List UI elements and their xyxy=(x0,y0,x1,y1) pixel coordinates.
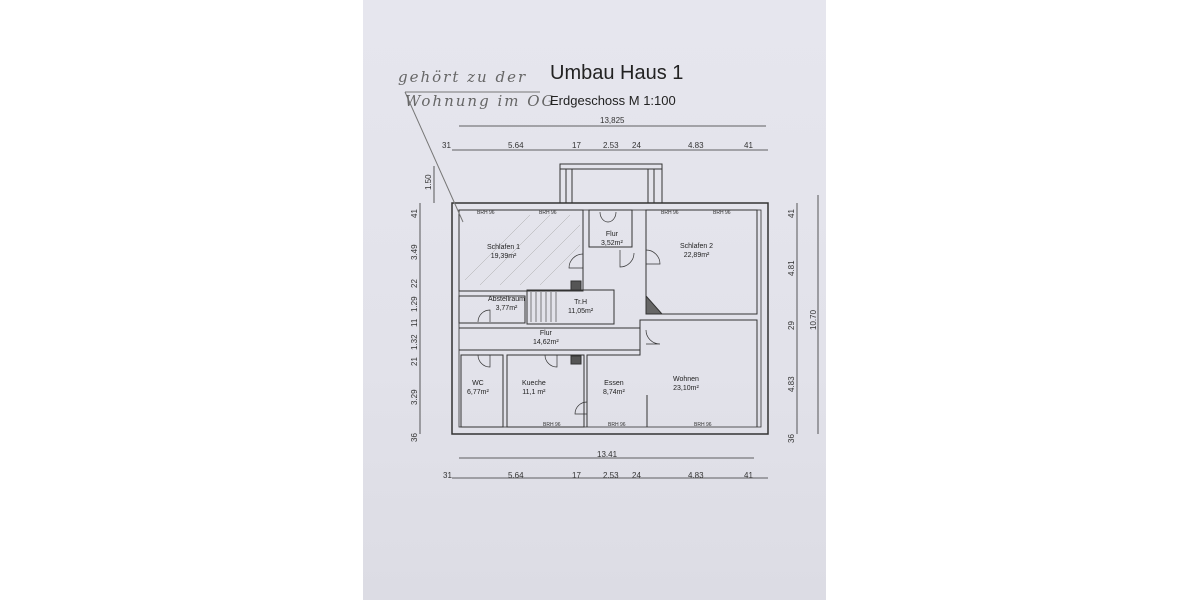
dim-left: 21 xyxy=(410,357,419,366)
dim-bottom: 31 xyxy=(443,471,452,480)
balcony xyxy=(559,163,663,204)
hatch xyxy=(464,214,581,286)
dim-left: 1.32 xyxy=(410,334,419,350)
room-kueche xyxy=(506,354,585,428)
room-schlafen-2 xyxy=(645,209,758,315)
room-wc xyxy=(460,354,504,428)
stairs xyxy=(530,292,557,322)
dim-bottom: 5.64 xyxy=(508,471,524,480)
dim-right-total: 10.70 xyxy=(809,309,818,330)
dim-top: 4.83 xyxy=(688,141,704,150)
window-label: BRH 96 xyxy=(477,210,495,216)
dim-left: 1.29 xyxy=(410,296,419,312)
note-leader xyxy=(404,91,464,223)
dim-bottom: 4.83 xyxy=(688,471,704,480)
handwritten-note-line-2: Wohnung im OG xyxy=(405,92,556,110)
plan-title: Umbau Haus 1 xyxy=(550,62,684,84)
dim-top: 24 xyxy=(632,141,641,150)
window-label: BRH 96 xyxy=(694,422,712,428)
dim-left: 22 xyxy=(410,279,419,288)
dim-top: 31 xyxy=(442,141,451,150)
dim-right: 36 xyxy=(787,434,796,443)
dim-left: 3.29 xyxy=(410,389,419,405)
room-essen-wohnen xyxy=(586,319,758,427)
dim-top: 5.64 xyxy=(508,141,524,150)
chimney-2 xyxy=(570,355,582,365)
dim-top: 2.53 xyxy=(603,141,619,150)
dim-left: 3.49 xyxy=(410,244,419,260)
dim-left: 11 xyxy=(410,318,419,327)
dim-top-total: 13,825 xyxy=(600,116,625,125)
dim-left: 41 xyxy=(410,209,419,218)
window-label: BRH 96 xyxy=(539,210,557,216)
room-flur-small xyxy=(588,209,633,248)
dim-bottom: 41 xyxy=(744,471,753,480)
room-schlafen-1 xyxy=(458,209,584,292)
chimney-1 xyxy=(570,280,582,291)
dim-bottom-total: 13.41 xyxy=(597,450,618,459)
room-abstellraum xyxy=(458,295,526,324)
dim-right: 29 xyxy=(787,321,796,330)
dim-right: 4.81 xyxy=(787,260,796,276)
dim-bottom: 2.53 xyxy=(603,471,619,480)
dim-left: 1.50 xyxy=(424,174,433,190)
dim-bottom: 24 xyxy=(632,471,641,480)
door-swings xyxy=(477,211,661,415)
plan-subtitle: Erdgeschoss M 1:100 xyxy=(550,93,676,108)
dimension-lines xyxy=(419,125,819,479)
dim-top: 17 xyxy=(572,141,581,150)
handwritten-note-line-1: gehört zu der xyxy=(398,68,528,86)
dim-bottom: 17 xyxy=(572,471,581,480)
shaft-hatch xyxy=(645,294,664,315)
dim-top: 41 xyxy=(744,141,753,150)
window-label: BRH 96 xyxy=(608,422,626,428)
dim-left: 36 xyxy=(410,433,419,442)
window-label: BRH 96 xyxy=(713,210,731,216)
window-label: BRH 96 xyxy=(543,422,561,428)
dim-right: 41 xyxy=(787,209,796,218)
paper-sheet xyxy=(363,0,826,600)
window-label: BRH 96 xyxy=(661,210,679,216)
dim-right: 4.83 xyxy=(787,376,796,392)
